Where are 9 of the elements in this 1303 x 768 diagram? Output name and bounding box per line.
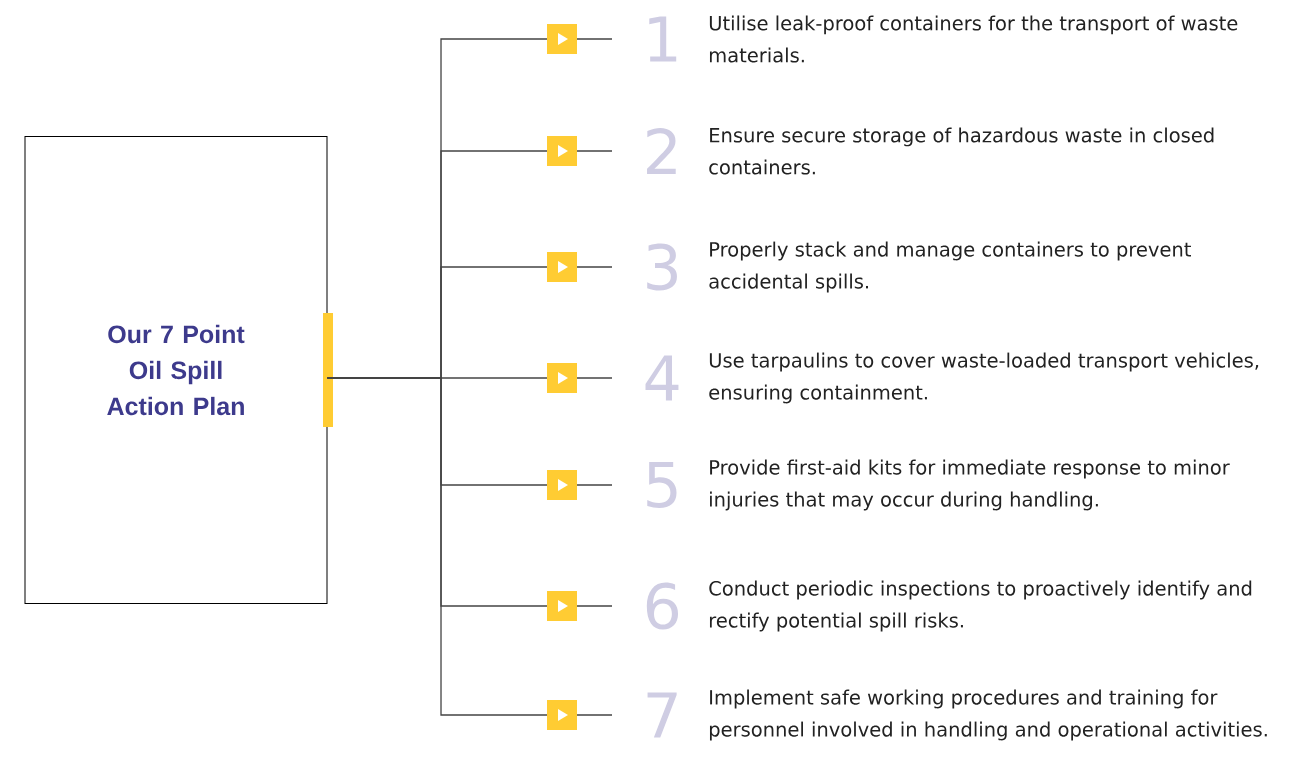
title-box: Our 7 Point Oil Spill Action Plan (24, 136, 328, 604)
step-text: Conduct periodic inspections to proactively identify and rectify potential spill risks. (709, 580, 1252, 632)
step-text: Properly stack and manage containers to prevent accidental spills. (709, 241, 1191, 293)
step-text: Use tarpaulins to cover waste-loaded transport vehicles, ensuring containment. (709, 352, 1259, 404)
step-text: Ensure secure storage of hazardous waste in closed containers. (709, 127, 1214, 175)
connector (326, 377, 613, 730)
step-text: Utilise leak-proof containers for the transport of waste materials. (709, 15, 1238, 63)
step-text: Implement safe working procedures and training for personnel involved in handling and operational activities. (710, 689, 1267, 741)
step-text: Provide first-aid kits for immediate response to minor injuries that may occur during handling. (710, 459, 1230, 511)
